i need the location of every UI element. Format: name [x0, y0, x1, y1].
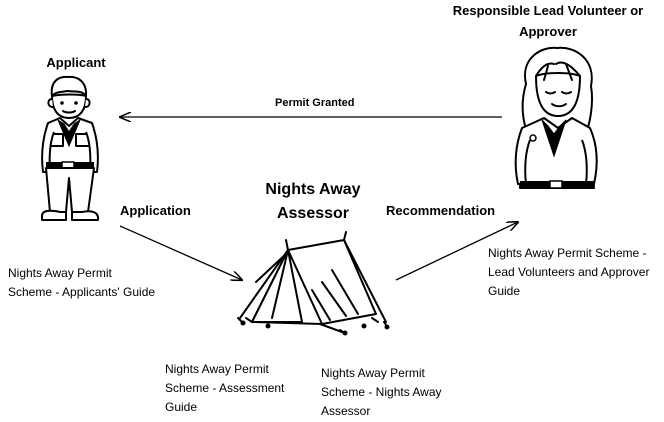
applicants-guide-label: Nights Away Permit Scheme - Applicants' …	[8, 266, 156, 299]
permit-granted-label: Permit Granted	[275, 97, 355, 109]
assessment-guide-label: Nights Away Permit Scheme - Assessment G…	[165, 362, 285, 414]
recommendation-arrow	[395, 222, 518, 281]
applicant-figure	[41, 75, 100, 221]
recommendation-label: Recommendation	[386, 203, 496, 218]
lead-volunteer-figure	[514, 46, 598, 189]
applicant-label: Applicant	[46, 55, 106, 70]
application-label: Application	[120, 203, 191, 218]
assessor-guide-label: Nights Away Permit Scheme - Nights Away …	[321, 366, 442, 418]
lead-volunteers-guide-label: Nights Away Permit Scheme - Lead Volunte…	[488, 246, 650, 298]
lead-volunteer-label: Responsible Lead Volunteer or Approver	[452, 3, 644, 39]
tent-illustration	[237, 231, 390, 336]
assessor-label: Nights Away Assessor	[265, 181, 361, 222]
application-arrow	[119, 225, 242, 280]
